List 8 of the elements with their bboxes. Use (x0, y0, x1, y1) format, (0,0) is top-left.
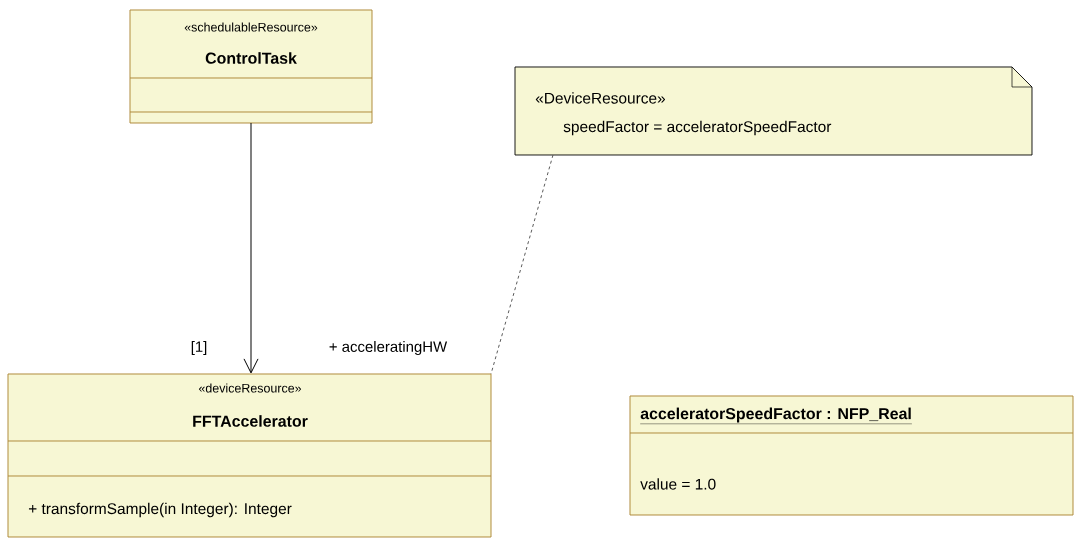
object-box: acceleratorSpeedFactor : NFP_Real value = 1.0 (629, 395, 1074, 516)
class-box: «schedulableResource» ControlTask (129, 9, 373, 124)
role-label: [1] (191, 341, 207, 355)
class-box: «deviceResource» FFTAccelerator + transformSample(in Integer): Integer (7, 373, 492, 538)
dashed-line (490, 154, 554, 375)
role-label: + acceleratingHW (329, 341, 448, 355)
note-box: «DeviceResource» speedFactor = acceleratorSpeedFactor (514, 66, 1033, 156)
association-arrow (243, 122, 259, 374)
